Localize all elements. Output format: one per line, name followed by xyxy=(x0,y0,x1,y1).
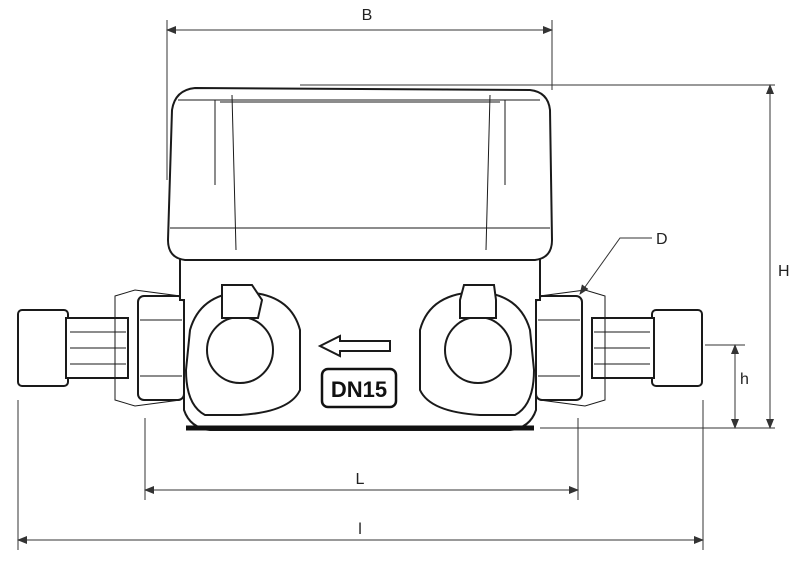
dimension-B: B xyxy=(166,7,553,180)
svg-text:H: H xyxy=(778,263,790,280)
dimension-h: h xyxy=(705,344,749,429)
flow-direction-arrow-icon xyxy=(317,334,391,358)
dn-badge xyxy=(320,367,398,409)
svg-text:L: L xyxy=(356,471,365,488)
dn-label: DN15 xyxy=(331,377,387,402)
dimension-l: l xyxy=(17,400,704,550)
right-clamp xyxy=(419,284,536,416)
svg-text:D: D xyxy=(656,231,668,248)
dimension-D: D xyxy=(579,231,668,295)
left-pipe-connection xyxy=(17,289,185,407)
left-clamp xyxy=(184,284,301,416)
svg-text:l: l xyxy=(358,521,362,538)
register-housing xyxy=(166,86,554,261)
svg-text:h: h xyxy=(740,371,749,388)
dimension-H: H xyxy=(300,84,790,429)
right-pipe-connection xyxy=(535,289,703,407)
svg-text:B: B xyxy=(362,7,373,24)
dimension-L: L xyxy=(144,418,579,500)
